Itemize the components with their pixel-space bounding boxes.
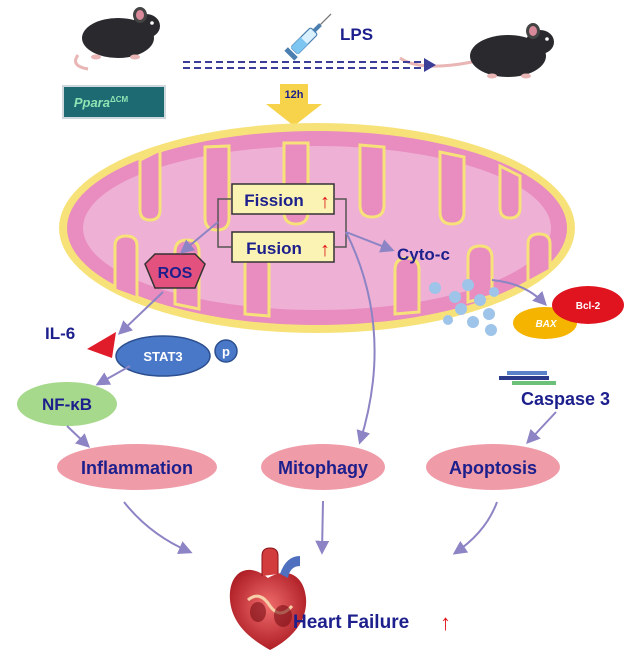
fission-box: Fission ↑ [231,183,335,215]
arrow-to-ros [179,221,219,254]
fusion-up-arrow: ↑ [320,239,330,261]
nfkb-label: NF-κB [42,395,92,414]
fusion-box: Fusion ↑ [231,231,335,263]
mitophagy-label: Mitophagy [278,458,368,478]
chevron-down-icon [266,84,322,126]
arrow-to-cyto-c [345,231,395,253]
arrow-apoptosis-to-heart [452,501,498,555]
heart-failure-label: Heart Failure [293,612,409,633]
time-label: 12h [285,89,304,101]
pathway-arrows [66,221,557,555]
mitophagy-node: Mitophagy [261,444,385,490]
il6-label: IL-6 [45,324,75,343]
genotype-box: PparaΔCM [62,85,166,119]
arrow-to-inflammation [66,425,91,448]
inflammation-label: Inflammation [81,458,193,478]
fission-up-arrow: ↑ [320,191,330,213]
stat3-label: STAT3 [143,349,182,364]
fusion-label: Fusion [246,239,302,258]
fission-label: Fission [244,191,304,210]
svg-text:PparaΔCM: PparaΔCM [74,95,129,110]
phospho-label: p [222,344,230,359]
mitochondrion [59,123,575,333]
mouse-icon [399,23,554,79]
arrow-to-bax [491,279,547,307]
lps-label: LPS [340,25,373,44]
nfkb-node: NF-κB [17,382,117,426]
heart-icon [229,547,307,650]
heart-failure-up-arrow: ↑ [440,610,451,635]
cyto-c-label: Cyto-c [397,245,450,264]
arrow-mitophagy-to-heart [315,500,330,555]
arrow-to-apoptosis [526,411,557,445]
mouse-icon [74,7,160,71]
timeline-arrow [183,58,436,72]
genotype-superscript: ΔCM [110,95,129,104]
caspase3-label: Caspase 3 [521,389,610,409]
cyto-c-dots [429,279,499,336]
ros-hexagon: ROS [144,253,206,289]
arrow-to-mitophagy [345,231,376,445]
genotype-label: Ppara [74,95,110,110]
apoptosis-label: Apoptosis [449,458,537,478]
il6-triangle [87,332,116,358]
arrow-to-nfkb [95,365,131,386]
ros-label: ROS [158,265,193,282]
bcl2-label: Bcl-2 [576,301,601,312]
bax-label: BAX [535,319,557,330]
caspase3-node: Caspase 3 [499,371,610,409]
apoptosis-node: Apoptosis [426,444,560,490]
arrow-to-il6 [117,291,164,335]
bax-bcl2-complex: BAX Bcl-2 [513,286,624,339]
inflammation-node: Inflammation [57,444,217,490]
stat3-node: STAT3 p [115,335,238,377]
right-bracket [334,198,347,248]
arrow-inflammation-to-heart [123,501,193,555]
syringe-icon [284,13,332,61]
